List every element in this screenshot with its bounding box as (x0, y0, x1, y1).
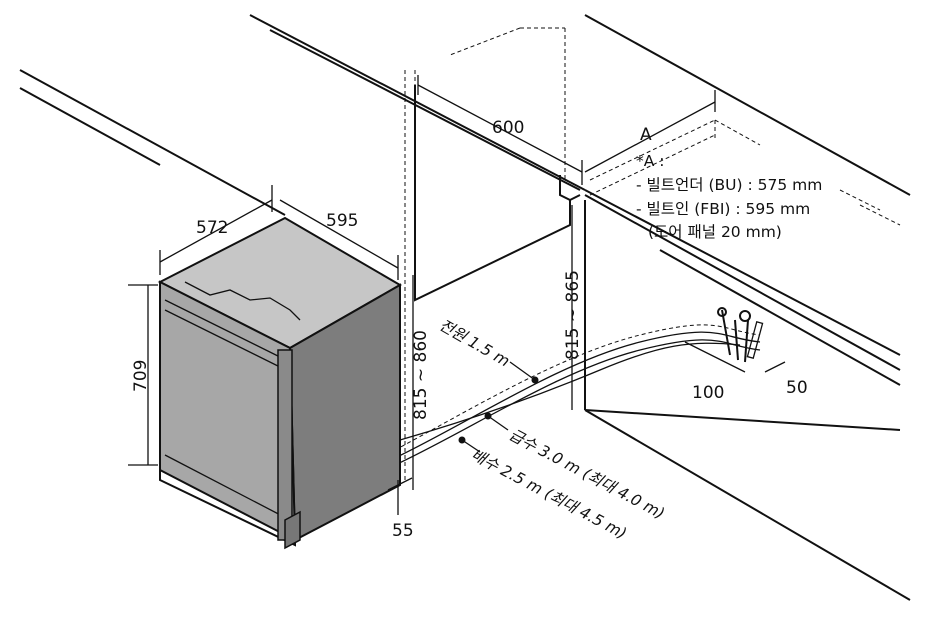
dim-a-label: A (640, 125, 652, 145)
dim-cabinet-width: 600 (492, 118, 524, 138)
a-note-bu: - 빌트언더 (BU) : 575 mm (636, 176, 822, 194)
hose-power-label: 전원 1.5 m (436, 316, 513, 371)
cabinet-back-panel (414, 85, 581, 302)
dim-appliance-width: 595 (326, 211, 358, 231)
dim-cabinet-height: 815 ~ 865 (563, 270, 583, 360)
a-note-fbi: - 빌트인 (FBI) : 595 mm (636, 200, 810, 218)
dim-offset-bottom: 55 (392, 521, 414, 541)
dim-appliance-depth: 572 (196, 218, 228, 238)
a-note-title: *A : (636, 152, 665, 170)
wall-connections (717, 307, 764, 363)
dim-recess-height: 815 ~ 860 (411, 330, 431, 420)
dim-appliance-height: 709 (131, 360, 151, 392)
a-note-panel: (도어 패널 20 mm) (648, 223, 782, 241)
dim-outlet-offset-50: 50 (786, 378, 808, 398)
dimension-lines (128, 75, 786, 515)
hidden-lines (404, 27, 901, 480)
a-note: *A : - 빌트언더 (BU) : 575 mm - 빌트인 (FBI) : … (636, 152, 822, 241)
dim-outlet-offset-100: 100 (692, 383, 724, 403)
counter-outline (19, 14, 911, 601)
dishwasher (157, 216, 402, 550)
